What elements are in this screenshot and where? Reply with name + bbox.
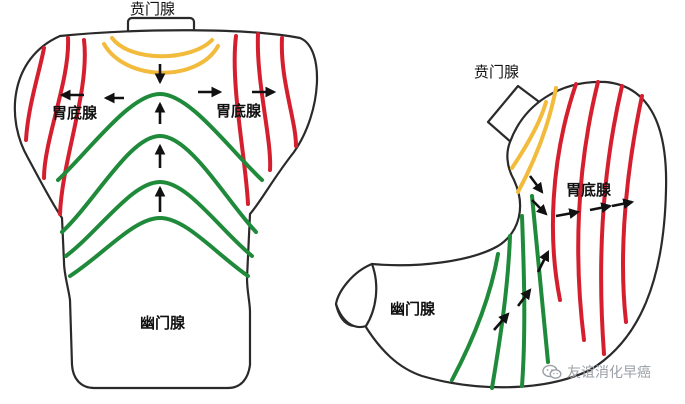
left-fundic-line-1 — [24, 46, 46, 142]
right-fundic-line-1 — [550, 82, 578, 302]
arrow-right-diag-1 — [528, 175, 544, 194]
right-cardiac-zone — [510, 86, 558, 194]
left-pyloric-line-1 — [56, 92, 264, 182]
arrow-right-east-2 — [589, 202, 613, 214]
left-fundic-line-5 — [255, 32, 273, 172]
left-pyloric-line-3 — [64, 180, 254, 258]
left-direction-arrows — [59, 64, 277, 212]
arrow-right-east-3 — [611, 198, 635, 210]
left-cardiac-zone — [102, 36, 220, 75]
arrow-right-east-1 — [555, 208, 581, 219]
right-pyloric-gland-label: 幽门腺 — [390, 300, 436, 318]
right-pylorus-cap — [334, 262, 378, 329]
left-fundic-line-6 — [279, 36, 298, 148]
right-direction-arrows — [493, 175, 635, 331]
left-fundic-line-2 — [42, 36, 71, 180]
arrow-right-diag-2 — [531, 199, 548, 216]
left-pyloric-gland-label: 幽门腺 — [140, 314, 186, 332]
left-fundic-line-3 — [58, 38, 87, 216]
watermark: 友谊消化早癌 — [542, 362, 651, 382]
right-cardiac-line-2 — [516, 86, 558, 194]
right-fundic-line-3 — [599, 84, 624, 356]
left-pyloric-line-4 — [68, 216, 250, 278]
right-fundic-gland-label: 胃底腺 — [566, 181, 612, 199]
watermark-text: 友谊消化早癌 — [567, 365, 651, 381]
right-cardiac-gland-label: 贲门腺 — [474, 63, 520, 81]
left-cardiac-gland-label: 贲门腺 — [130, 0, 176, 18]
left-fundic-zone — [24, 32, 298, 216]
left-cardiac-line-1 — [110, 36, 214, 59]
right-pyloric-line-1 — [450, 252, 500, 382]
arrow-right-up-3 — [493, 312, 510, 331]
left-fundic-gland-label-right: 胃底腺 — [216, 102, 262, 120]
left-pyloric-line-2 — [60, 134, 258, 234]
left-stomach-outline — [13, 29, 318, 390]
right-fundic-line-4 — [621, 94, 644, 324]
arrow-right-up-2 — [516, 288, 532, 307]
left-cardiac-line-2 — [102, 42, 220, 75]
left-fundic-gland-label-left: 胃底腺 — [52, 104, 98, 122]
arrow-right-up-1 — [536, 250, 550, 273]
left-pyloric-zone — [56, 92, 264, 278]
right-pyloric-line-4 — [530, 194, 550, 364]
left-fundic-line-4 — [232, 34, 250, 206]
wechat-icon — [542, 364, 562, 379]
right-cardiac-line-1 — [510, 100, 548, 170]
right-side-stomach — [334, 80, 668, 390]
left-opened-stomach — [13, 16, 318, 390]
